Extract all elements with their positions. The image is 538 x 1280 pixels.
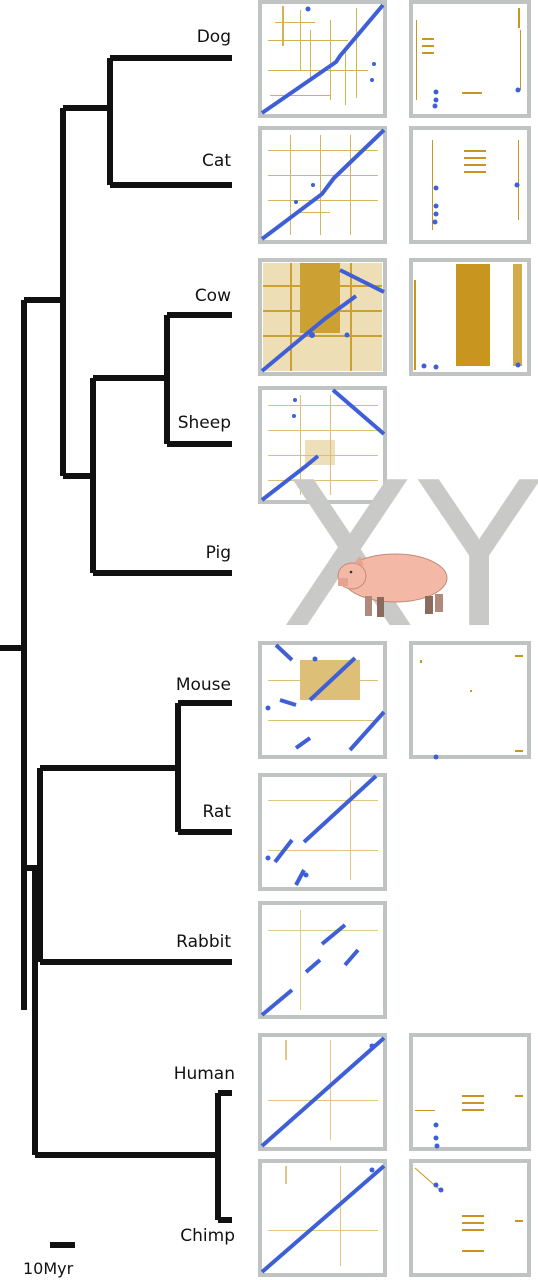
- dotplot-x-human-content: [260, 1036, 386, 1148]
- dotplot-x-dog-content: [260, 3, 385, 115]
- species-label-rat: Rat: [202, 802, 231, 822]
- species-label-cat: Cat: [202, 151, 231, 171]
- species-label-mouse: Mouse: [176, 675, 231, 695]
- dotplot-y-chimp: [409, 1159, 531, 1277]
- dotplot-y-cow-content: [414, 264, 522, 370]
- species-label-pig: Pig: [206, 543, 231, 563]
- dotplot-y-chimp-content: [414, 1167, 523, 1252]
- dotplot-x-cat-content: [260, 128, 386, 241]
- reference-y-letter: Y: [417, 440, 538, 673]
- phylogenetic-tree: [0, 55, 232, 1223]
- dotplot-x-rabbit-content: [260, 910, 378, 1017]
- dotplot-y-cat-content: [432, 140, 520, 230]
- dotplot-y-dog-content: [416, 8, 521, 109]
- species-label-rabbit: Rabbit: [176, 932, 231, 952]
- dotplot-y-cat: [409, 126, 531, 244]
- species-labels: Dog Cat Cow Sheep Pig Mouse Rat Rabbit H…: [174, 27, 235, 1246]
- pig-reference-row: X Y: [280, 440, 538, 673]
- dotplot-x-mouse-content: [265, 643, 386, 752]
- dotplot-y-mouse: [409, 641, 531, 759]
- species-label-dog: Dog: [197, 27, 231, 47]
- species-label-human: Human: [174, 1064, 235, 1084]
- dotplot-x-sheep-content: [260, 388, 386, 502]
- dotplot-y-dog: [409, 0, 531, 118]
- dotplot-y-human-content: [415, 1095, 523, 1149]
- dotplot-x-cow-content: [260, 263, 385, 373]
- dotplot-y-human: [409, 1033, 531, 1151]
- species-label-chimp: Chimp: [180, 1226, 235, 1246]
- dotplot-x-chimp-content: [260, 1164, 386, 1274]
- dotplot-y-mouse-content: [420, 655, 523, 760]
- dotplot-x-rat-content: [265, 774, 378, 886]
- scale-bar: 10Myr: [23, 1242, 75, 1278]
- scale-bar-label: 10Myr: [23, 1259, 74, 1278]
- dotplot-x-dog: [258, 0, 387, 118]
- species-label-cow: Cow: [195, 286, 231, 306]
- dot-plot-content: [260, 3, 523, 1274]
- dotplot-x-rat: [258, 773, 387, 891]
- species-label-sheep: Sheep: [178, 413, 231, 433]
- pig-icon: [337, 553, 448, 617]
